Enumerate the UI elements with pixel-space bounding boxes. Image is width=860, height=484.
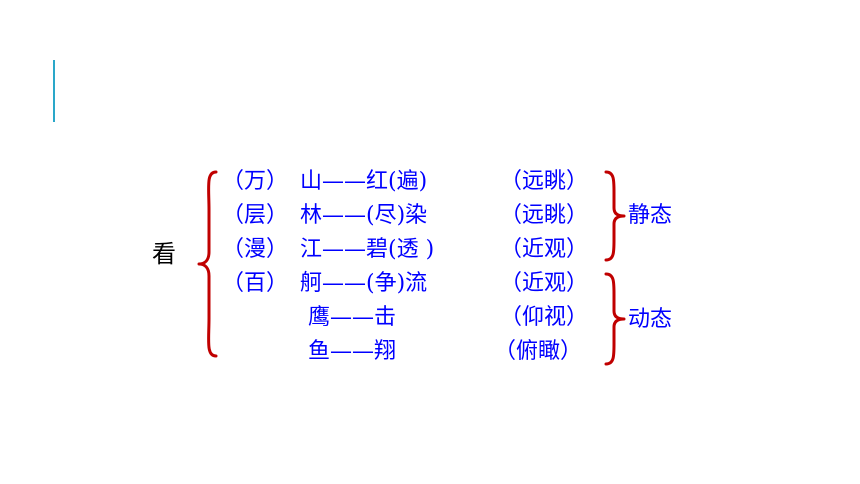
row-view: （远眺） bbox=[500, 203, 589, 228]
row-view: （俯瞰） bbox=[494, 339, 583, 364]
row-modifier: （层） bbox=[222, 203, 289, 228]
row-view: （远眺） bbox=[500, 169, 589, 194]
row-view: （近观） bbox=[500, 237, 589, 262]
row-view: （仰视） bbox=[500, 305, 589, 330]
dynamic-label: 动态 bbox=[628, 307, 673, 332]
row-5: 鹰——击 （仰视） bbox=[222, 302, 602, 334]
row-phrase: 林——(尽)染 bbox=[300, 203, 428, 228]
row-3: （漫） 江——碧(透 ) （近观） bbox=[222, 234, 602, 266]
row-phrase: 舸——(争)流 bbox=[300, 271, 428, 296]
row-1: （万） 山——红(遍) （远眺） bbox=[222, 166, 602, 198]
row-6: 鱼——翔 （俯瞰） bbox=[222, 336, 602, 368]
row-modifier: （漫） bbox=[222, 237, 289, 262]
row-4: （百） 舸——(争)流 （近观） bbox=[222, 268, 602, 300]
accent-bar bbox=[53, 60, 55, 122]
dynamic-brace bbox=[604, 272, 626, 366]
row-2: （层） 林——(尽)染 （远眺） bbox=[222, 200, 602, 232]
row-phrase: 鹰——击 bbox=[308, 305, 397, 330]
row-modifier: （百） bbox=[222, 271, 289, 296]
left-brace bbox=[197, 170, 218, 358]
row-view: （近观） bbox=[500, 271, 589, 296]
row-modifier: （万） bbox=[222, 169, 289, 194]
static-label: 静态 bbox=[628, 203, 673, 228]
root-label: 看 bbox=[152, 240, 176, 268]
row-phrase: 江——碧(透 ) bbox=[300, 237, 435, 262]
row-phrase: 鱼——翔 bbox=[308, 339, 397, 364]
row-phrase: 山——红(遍) bbox=[300, 169, 428, 194]
static-brace bbox=[604, 170, 626, 262]
